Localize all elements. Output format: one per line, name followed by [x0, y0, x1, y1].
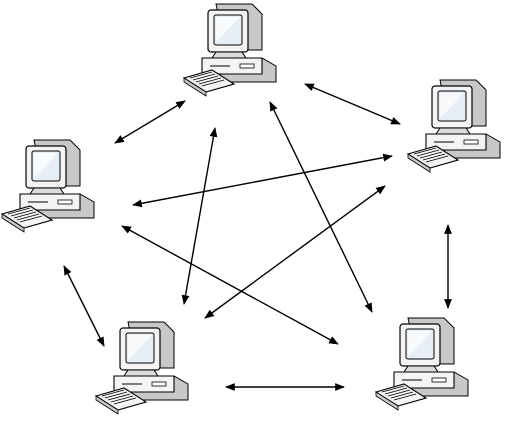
desktop-computer-icon [407, 79, 501, 173]
desktop-computer-icon [1, 139, 95, 233]
nodes-layer [1, 3, 501, 415]
computer-node-top [183, 3, 277, 97]
desktop-computer-icon [375, 317, 469, 411]
desktop-computer-icon [95, 321, 189, 415]
link-upper-right-bottom-left-arrow [204, 185, 386, 319]
link-left-upper-right-arrow [132, 153, 393, 208]
computer-node-bottom-right [375, 317, 469, 411]
link-left-bottom-left-arrow [63, 265, 105, 347]
computer-node-left [1, 139, 95, 233]
links-layer [63, 83, 452, 391]
desktop-computer-icon [183, 3, 277, 97]
link-top-left-arrow [114, 100, 186, 144]
computer-node-upper-right [407, 79, 501, 173]
computer-node-bottom-left [95, 321, 189, 415]
link-top-upper-right-arrow [304, 83, 401, 125]
link-top-bottom-left-arrow [181, 127, 218, 305]
